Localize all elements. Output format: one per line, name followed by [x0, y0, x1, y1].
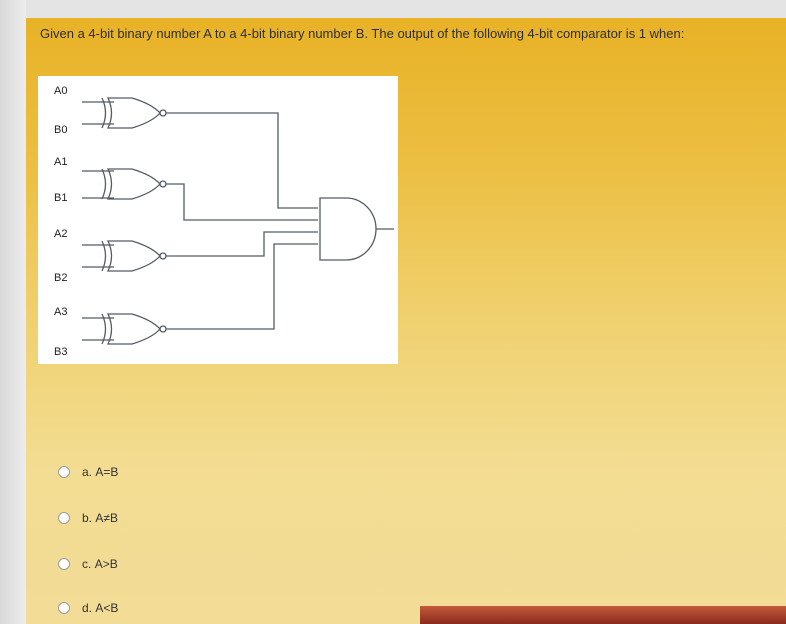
option-d-letter: d. — [82, 601, 93, 615]
label-b1: B1 — [54, 192, 68, 204]
option-d-radio[interactable] — [58, 602, 70, 614]
label-a1: A1 — [54, 156, 68, 168]
label-b0: B0 — [54, 124, 68, 136]
option-b-radio[interactable] — [58, 512, 70, 524]
wire-x1 — [166, 183, 318, 221]
label-a2: A2 — [54, 228, 68, 240]
option-b-letter: b. — [82, 511, 93, 525]
option-c-text: A>B — [94, 557, 118, 571]
label-a0: A0 — [54, 85, 68, 97]
option-a-text: A=B — [95, 465, 119, 479]
option-d-text: A<B — [95, 601, 119, 615]
label-a3: A3 — [54, 306, 68, 318]
label-b3: B3 — [54, 346, 68, 358]
wire-x0 — [166, 112, 318, 209]
window-edge — [0, 0, 26, 624]
circuit-svg — [82, 97, 394, 345]
wire-x2 — [166, 231, 318, 257]
option-d[interactable]: d. A<B — [58, 600, 118, 616]
option-b[interactable]: b. A≠B — [58, 510, 118, 526]
wire-x3 — [166, 243, 318, 330]
question-text: Given a 4-bit binary number A to a 4-bit… — [40, 26, 685, 41]
option-a-radio[interactable] — [58, 466, 70, 478]
option-c-letter: c. — [82, 557, 92, 571]
xnor-gate-1 — [101, 168, 167, 200]
comparator-diagram: A0 B0 A1 B1 A2 B2 A3 B3 — [38, 76, 398, 364]
option-a[interactable]: a. A=B — [58, 464, 118, 480]
option-c[interactable]: c. A>B — [58, 556, 118, 572]
label-b2: B2 — [54, 272, 68, 284]
option-c-radio[interactable] — [58, 558, 70, 570]
and-gate — [319, 197, 377, 261]
bottom-taskbar — [420, 606, 786, 624]
option-a-letter: a. — [82, 465, 93, 479]
option-b-text: A≠B — [95, 511, 118, 525]
